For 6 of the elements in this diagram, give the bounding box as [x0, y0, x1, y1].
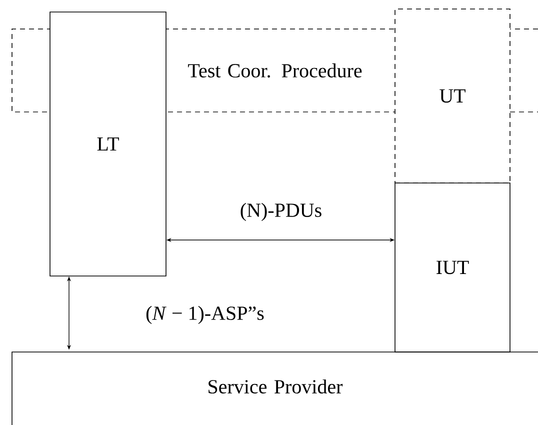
provider-band: Service Provider — [12, 352, 538, 425]
edge-label: (N − 1)-ASP”s — [146, 306, 264, 324]
process-box: LT — [50, 12, 166, 276]
process-box: IUT — [394, 182, 510, 352]
dashed-box: UT — [394, 8, 510, 184]
edge-label: (N)-PDUs — [240, 202, 322, 222]
